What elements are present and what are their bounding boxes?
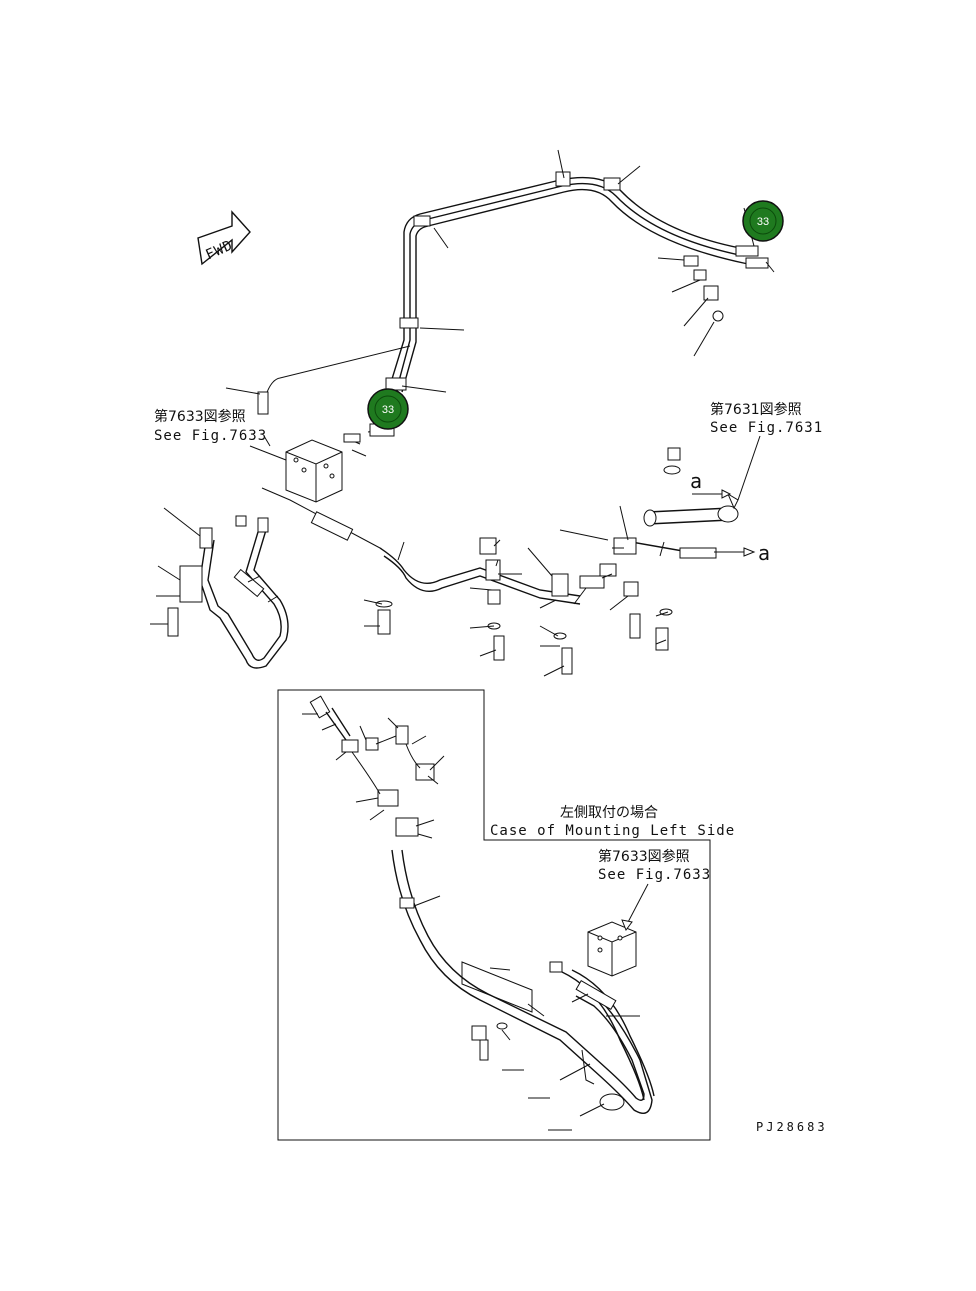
callout-marker-label: 33: [757, 216, 769, 228]
arrow-label-a-right: a: [758, 541, 771, 565]
left-lower-hose-assembly: [150, 507, 289, 669]
fwd-arrow-icon: FWD: [197, 210, 251, 266]
inset-title: 左側取付の場合 Case of Mounting Left Side: [490, 805, 735, 839]
ref-right-jp: 第7631図参照: [710, 401, 802, 418]
main-reference-right: 第7631図参照 See Fig.7631: [710, 401, 823, 436]
upper-hose-assembly: [257, 171, 749, 415]
callout-marker[interactable]: 33: [367, 388, 409, 430]
arrow-label-a-top: a: [690, 469, 703, 493]
fwd-label: FWD: [203, 237, 235, 263]
inset-ref-jp: 第7633図参照: [598, 848, 690, 865]
inset-hose-assembly: [309, 695, 655, 1114]
callout-marker[interactable]: 33: [742, 200, 784, 242]
right-side-assembly: [599, 435, 761, 645]
inset-frame: [277, 689, 711, 1141]
ref-left-jp: 第7633図参照: [154, 408, 246, 425]
main-reference-left: 第7633図参照 See Fig.7633: [154, 408, 267, 444]
inset-leader-lines: [302, 713, 640, 1131]
valve-block-main: [249, 423, 395, 503]
inset-ref-en: See Fig.7633: [598, 867, 711, 883]
ref-right-en: See Fig.7631: [710, 420, 823, 436]
callout-marker-label: 33: [382, 404, 394, 416]
middle-hose-assembly: [261, 487, 673, 677]
inset-title-en: Case of Mounting Left Side: [490, 823, 735, 839]
ref-left-en: See Fig.7633: [154, 428, 267, 444]
inset-reference: 第7633図参照 See Fig.7633: [598, 848, 711, 883]
drawing-number: PJ28683: [756, 1120, 828, 1134]
upper-right-fittings: [225, 149, 775, 395]
inset-title-jp: 左側取付の場合: [560, 805, 658, 821]
valve-block-inset: [587, 883, 649, 977]
